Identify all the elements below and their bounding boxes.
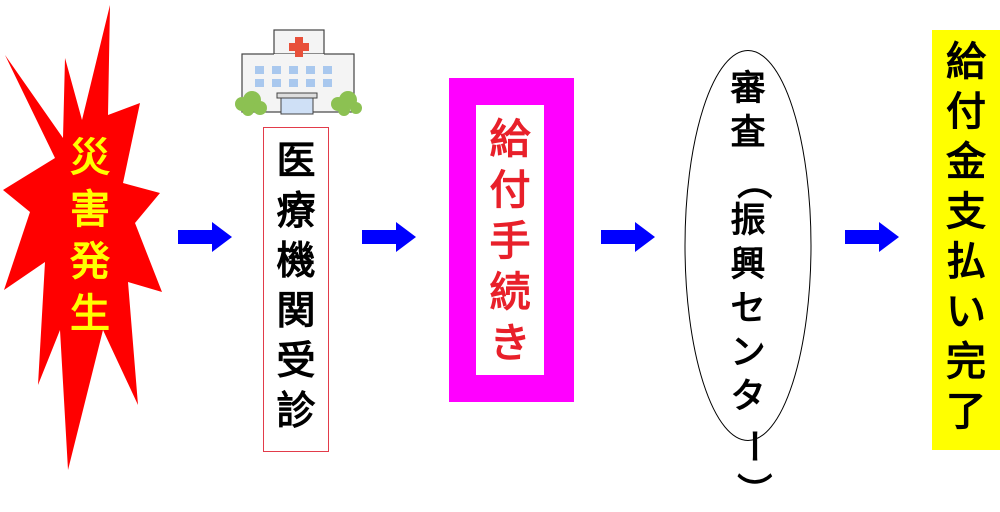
hospital-icon	[235, 29, 362, 116]
disaster-burst-shape	[3, 5, 162, 470]
arrow-right-icon	[845, 222, 899, 252]
arrow-right-icon	[601, 222, 655, 252]
arrow-right-icon	[362, 222, 416, 252]
review-ellipse	[684, 50, 812, 441]
review-label: 審 査 （ 振 興 セ ン タ ー ）	[730, 69, 773, 508]
payment-complete-box: 給 付 金 支 払 い 完 了	[932, 30, 1000, 450]
procedure-label: 給 付 手 続 き	[489, 115, 531, 367]
medical-visit-label: 医 療 機 関 受 診	[276, 139, 316, 434]
medical-visit-box: 医 療 機 関 受 診	[263, 127, 329, 452]
procedure-box: 給 付 手 続 き	[476, 105, 544, 375]
payment-complete-label: 給 付 金 支 払 い 完 了	[946, 39, 986, 435]
arrow-right-icon	[178, 222, 232, 252]
disaster-label: 災 害 発 生	[70, 135, 110, 337]
